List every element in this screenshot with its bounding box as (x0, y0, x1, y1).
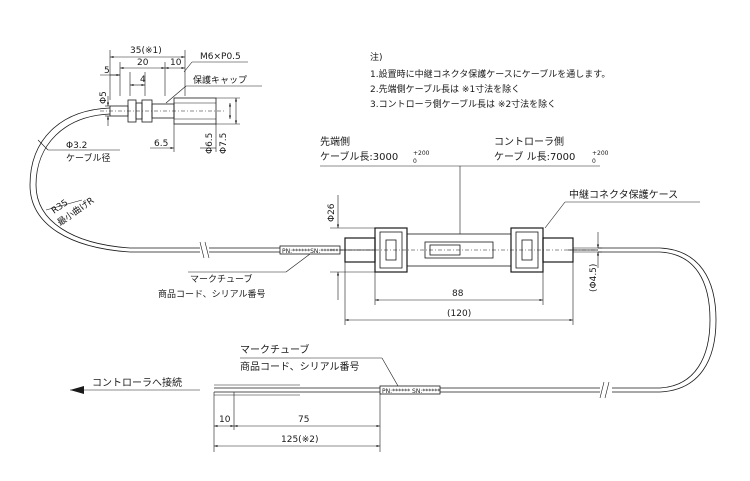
controller-side-cable (70, 247, 717, 452)
sensor-dim-5: 5 (104, 66, 110, 76)
sensor-head (100, 50, 262, 152)
mark-tube-upper-title: マークチューブ (190, 273, 252, 285)
mark-tube-lower-subtitle: 商品コード、シリアル番号 (240, 360, 360, 373)
controller-dim-125: 125(※2) (281, 435, 318, 445)
sensor-dim-phi7-5: Φ7.5 (219, 133, 229, 154)
controller-connect-label: コントローラへ接続 (92, 376, 182, 389)
note-item-1: 1.設置時に中継コネクタ保護ケースにケーブルを通します。 (370, 68, 610, 80)
sensor-dim-thread: M6×P0.5 (200, 52, 241, 62)
tip-side-tol-plus: +200 (413, 150, 430, 157)
mark-tube-lower-title: マークチューブ (240, 343, 309, 356)
connector-dim-88: 88 (452, 289, 464, 299)
mark-tube-upper-marking: PN:******SN:****** (282, 248, 338, 255)
sensor-dim-10: 10 (170, 58, 182, 68)
tip-side-tol-zero: 0 (413, 158, 417, 165)
sensor-dim-phi6-5: Φ6.5 (205, 133, 215, 154)
ctrl-side-tol-zero: 0 (592, 158, 596, 165)
tip-side-length: ケーブル長:3000 (320, 150, 398, 163)
note-item-2: 2.先端側ケーブル長は ※1寸法を除く (370, 83, 520, 95)
controller-dim-10: 10 (219, 415, 231, 425)
controller-dim-75: 75 (298, 415, 309, 425)
sensor-dim-phi5: Φ5 (99, 91, 109, 104)
ctrl-side-title: コントローラ側 (494, 135, 564, 148)
connector-dim-phi26: Φ26 (327, 203, 337, 222)
connector-dim-120: (120) (447, 309, 471, 319)
protective-cap-label: 保護キャップ (193, 74, 247, 86)
mark-tube-upper-subtitle: 商品コード、シリアル番号 (158, 288, 266, 300)
ctrl-side-tol-plus: +200 (592, 150, 609, 157)
sensor-dim-6-5: 6.5 (154, 139, 168, 149)
ctrl-side-length: ケーブ ル長:7000 (494, 150, 575, 163)
notes-heading: 注) (370, 51, 383, 63)
relay-connector (320, 165, 700, 325)
cable-diameter-label: ケーブル径 (66, 152, 110, 164)
relay-case-label: 中継コネクタ保護ケース (569, 188, 678, 201)
mark-tube-lower-marking: PN:****** SN:****** (382, 388, 440, 395)
connector-dim-phi4-5: (Φ4.5) (589, 264, 599, 292)
sensor-dim-20: 20 (137, 58, 149, 68)
tip-side-cable (29, 107, 280, 259)
sensor-dim-35: 35(※1) (130, 46, 162, 56)
tip-side-title: 先端側 (320, 135, 350, 148)
note-item-3: 3.コントローラ側ケーブル長は ※2寸法を除く (370, 98, 556, 110)
sensor-dim-4: 4 (140, 75, 146, 85)
cable-phi-3-2: Φ3.2 (66, 141, 87, 151)
